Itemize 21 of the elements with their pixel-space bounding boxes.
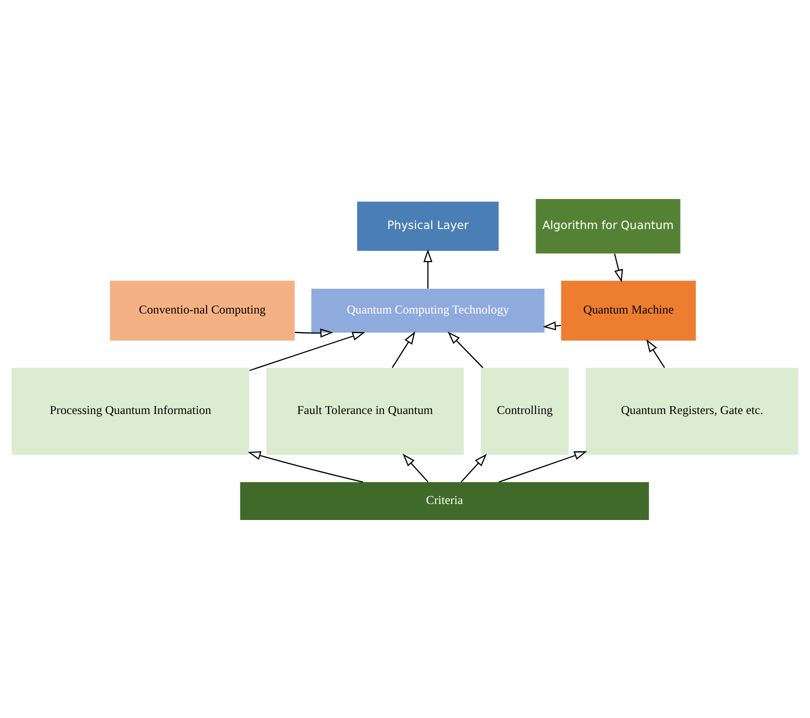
node-box: Conventio-nal Computing [110, 280, 295, 340]
arrow [423, 248, 432, 288]
node-box: Controlling [480, 367, 569, 454]
arrow [448, 331, 484, 368]
node-box: Processing Quantum Information [12, 367, 250, 454]
arrow [248, 450, 364, 482]
arrow [460, 453, 487, 482]
arrow [392, 330, 416, 368]
node-box: Physical Layer [357, 201, 499, 250]
node-box: Quantum Machine [561, 280, 696, 340]
arrow [294, 328, 334, 338]
node-box: Algorithm for Quantum [536, 198, 680, 254]
node-box: Criteria [240, 482, 649, 520]
arrow [614, 253, 623, 282]
node-box: Quantum Registers, Gate etc. [586, 367, 798, 454]
arrow [646, 338, 666, 368]
node-box: Quantum Computing Technology [311, 288, 544, 332]
arrow [249, 331, 366, 371]
node-box: Fault Tolerance in Quantum [266, 367, 464, 454]
arrow [402, 453, 428, 482]
arrow [498, 450, 588, 482]
